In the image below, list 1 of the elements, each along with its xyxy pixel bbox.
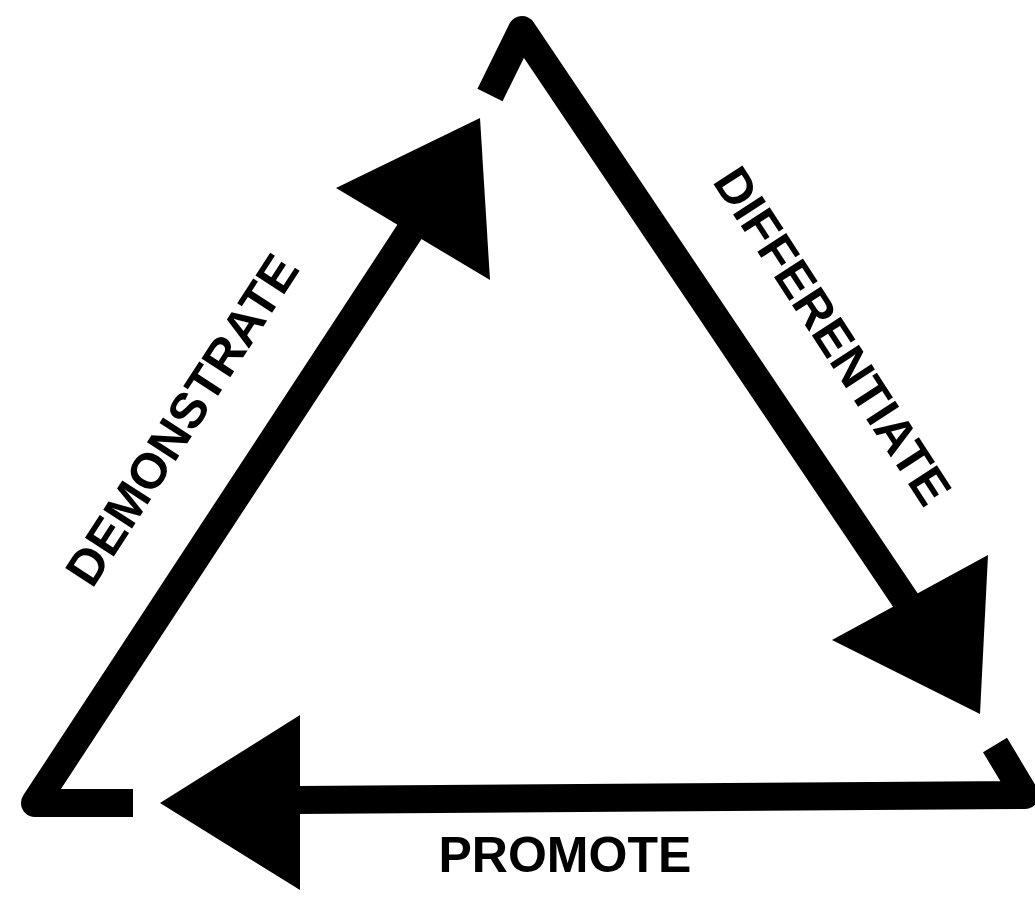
step-label: PROMOTE: [438, 830, 692, 880]
